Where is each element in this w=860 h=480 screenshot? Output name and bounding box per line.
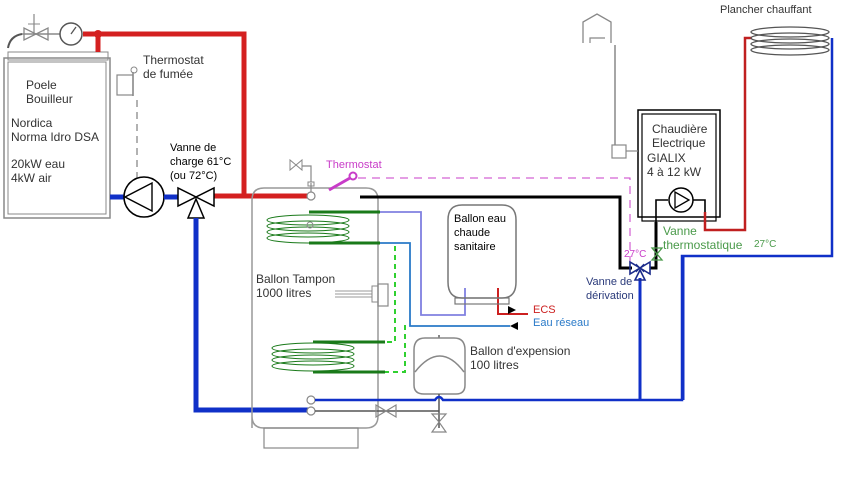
expansion-tank — [413, 335, 466, 433]
boiler-label-2: Electrique — [652, 136, 706, 150]
floor-heating-coil — [750, 26, 830, 56]
charge-valve-label-1: Vanne de — [170, 142, 217, 154]
boiler-label-1: Chaudière — [652, 122, 708, 136]
floor-supply-pipe — [703, 36, 752, 232]
stove-label-2: Bouilleur — [26, 92, 73, 106]
buffer-tank — [251, 158, 389, 449]
safety-valve-and-gauge — [7, 14, 83, 49]
network-water-label: Eau réseau — [533, 317, 590, 329]
upper-coil — [266, 210, 380, 245]
dhw-tank-label-2: chaude — [454, 227, 491, 239]
return-network-pipes — [315, 38, 834, 419]
tank-thermostat-label: Thermostat — [326, 159, 382, 171]
thermostatic-valve-temp: 27°C — [754, 239, 777, 250]
dhw-loop-pipes — [380, 211, 528, 327]
network-arrow-icon — [510, 322, 518, 330]
charge-valve-label-3: (ou 72°C) — [170, 170, 218, 182]
boiler-label-4: 4 à 12 kW — [647, 165, 702, 179]
stove-label-3: Nordica — [11, 116, 53, 130]
house-icon — [582, 13, 612, 43]
bypass-valve-label-2: dérivation — [586, 290, 634, 302]
ecs-label: ECS — [533, 304, 556, 316]
stove-label-4: Norma Idro DSA — [11, 130, 100, 144]
thermostatic-valve-label-1: Vanne — [663, 224, 697, 238]
stove-label-6: 4kW air — [11, 171, 52, 185]
charge-valve-icon — [177, 186, 215, 219]
boiler-label-3: GIALIX — [647, 151, 686, 165]
buffer-tank-label-1: Ballon Tampon — [256, 272, 336, 286]
expansion-tank-label-2: 100 litres — [470, 358, 519, 372]
thermostatic-valve-icon — [650, 247, 664, 261]
stove-label-5: 20kW eau — [11, 157, 66, 171]
charge-valve-label-2: charge 61°C — [170, 156, 232, 168]
bypass-valve-icon — [629, 260, 651, 281]
electric-boiler — [582, 13, 721, 270]
thermostat-signal-line — [358, 177, 631, 262]
cold-return-pipe — [193, 218, 308, 413]
tank-supply-pipe — [360, 195, 632, 270]
stove-pump-icon — [110, 176, 178, 218]
expansion-tank-label-1: Ballon d'expension — [470, 344, 571, 358]
smoke-thermostat-label-2: de fumée — [143, 67, 194, 81]
dhw-tank-label-3: sanitaire — [454, 241, 496, 253]
dhw-tank-label-1: Ballon eau — [454, 213, 506, 225]
ecs-arrow-icon — [508, 306, 516, 314]
buffer-tank-label-2: 1000 litres — [256, 286, 312, 300]
bypass-valve-temp: 27°C — [624, 249, 647, 260]
lower-coil — [271, 340, 385, 374]
bypass-valve-label-1: Vanne de — [586, 276, 633, 288]
thermostatic-valve-label-2: thermostatique — [663, 238, 743, 252]
stove-label-1: Poele — [26, 78, 57, 92]
stove-unit — [3, 51, 138, 219]
smoke-thermostat-label-1: Thermostat — [143, 53, 204, 67]
floor-heating-label: Plancher chauffant — [720, 4, 812, 16]
hot-supply-pipe — [83, 30, 308, 199]
dhw-tank — [447, 204, 517, 305]
tank-thermostat-icon — [328, 171, 358, 192]
coil-dotted-link — [385, 246, 406, 373]
